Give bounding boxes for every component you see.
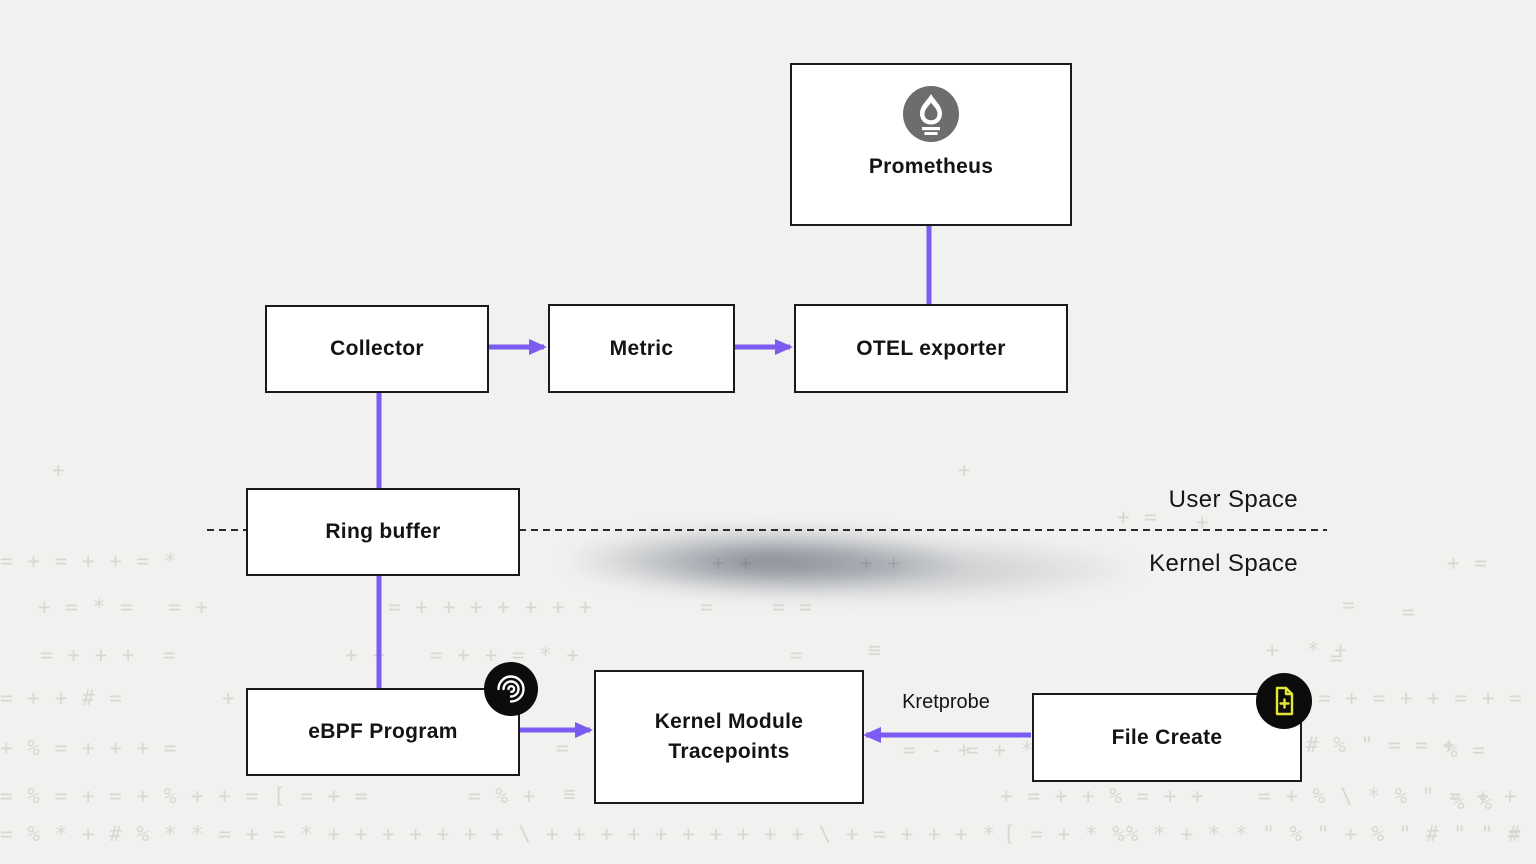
texture-glyph: + <box>52 458 66 482</box>
texture-glyph: = <box>1330 646 1344 670</box>
texture-glyph: + = * = <box>38 595 134 619</box>
texture-glyph: + = + + % = + + <box>1000 784 1205 808</box>
node-prometheus: Prometheus <box>790 63 1072 226</box>
node-label: eBPF Program <box>308 720 458 743</box>
texture-glyph: + <box>958 458 972 482</box>
texture-glyph: = % + <box>468 784 537 808</box>
texture-glyph: + <box>1196 510 1210 534</box>
node-label-line2: Tracepoints <box>668 740 790 763</box>
texture-glyph: \ * % " = + + <box>1340 784 1518 808</box>
node-metric: Metric <box>548 304 735 393</box>
texture-glyph: = <box>355 784 369 808</box>
texture-glyph: = <box>1508 822 1522 846</box>
texture-glyph: = + <box>168 595 209 619</box>
texture-glyph: + = <box>1447 551 1488 575</box>
node-label: File Create <box>1111 725 1223 749</box>
texture-glyph: + <box>222 686 236 710</box>
node-label: Collector <box>330 337 424 360</box>
texture-glyph: = % = + = + % + + = [ = + = <box>0 784 369 808</box>
node-label: Prometheus <box>868 155 994 178</box>
node-label: Metric <box>609 336 674 360</box>
kernel-space-label: Kernel Space <box>1149 550 1298 577</box>
prometheus-flame-icon <box>903 86 959 142</box>
texture-glyph: = + + # = <box>0 686 123 710</box>
ebpf-fingerprint-icon <box>484 662 538 716</box>
texture-glyph: ≡ <box>868 638 882 662</box>
texture-glyph: = + + + = <box>40 643 177 667</box>
texture-glyph: + * + <box>1266 638 1348 662</box>
node-label: Ring buffer <box>325 520 441 543</box>
texture-glyph: = + = + + = * <box>0 549 178 573</box>
texture-glyph: % % <box>1452 790 1493 814</box>
node-kernel-module-tracepoints: Kernel Module Tracepoints <box>594 670 864 804</box>
texture-glyph: [ = + * %% * + * * " % " + % " # " " # <box>1003 822 1522 846</box>
node-label-line1: Kernel Module <box>654 710 804 733</box>
texture-glyph: = + = + + = + = = <box>1318 686 1536 710</box>
texture-glyph: # % " = = + <box>1306 733 1457 757</box>
node-collector: Collector <box>265 305 489 393</box>
node-ring-buffer: Ring buffer <box>246 488 520 576</box>
texture-glyph: = + % <box>1258 784 1327 808</box>
file-plus-icon <box>1256 673 1312 729</box>
texture-glyph: = <box>556 736 570 760</box>
user-space-label: User Space <box>1168 486 1298 513</box>
ink-smudge <box>430 512 1190 627</box>
texture-glyph: = + + = * + <box>430 643 581 667</box>
texture-glyph: ≡ <box>563 782 577 806</box>
texture-glyph: = + * <box>966 738 1035 762</box>
kretprobe-edge-label: Kretprobe <box>902 691 990 713</box>
node-otel-exporter: OTEL exporter <box>794 304 1068 393</box>
texture-glyph: = - + <box>903 738 972 762</box>
texture-glyph: % = <box>1445 738 1486 762</box>
node-label: OTEL exporter <box>856 336 1006 360</box>
texture-glyph: = <box>1342 593 1356 617</box>
texture-glyph: = <box>790 643 804 667</box>
texture-glyph: + % = + + + = <box>0 736 178 760</box>
texture-glyph: = <box>1402 600 1416 624</box>
node-ebpf-program: eBPF Program <box>246 688 520 776</box>
texture-glyph: = % * + # % * * = + = * + + + + + + + \ … <box>0 822 996 846</box>
